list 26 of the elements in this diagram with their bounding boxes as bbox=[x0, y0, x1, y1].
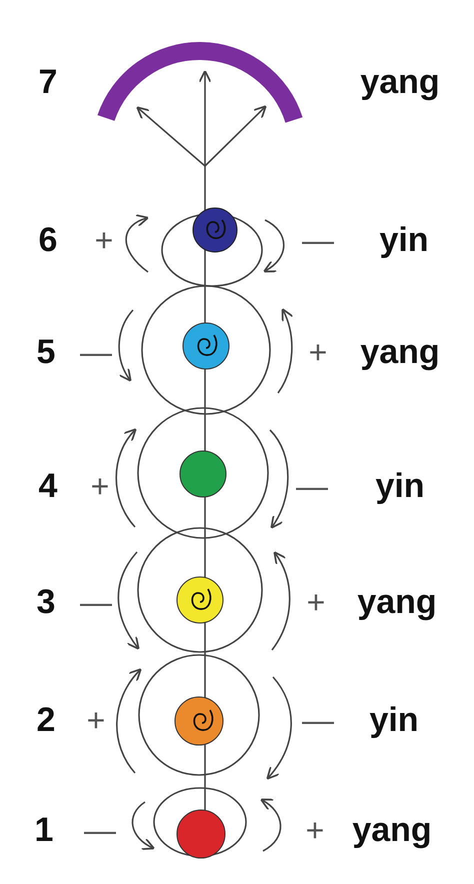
polarity-label: yang bbox=[352, 813, 432, 847]
polarity-sign: + bbox=[94, 224, 114, 256]
chakra-number: 2 bbox=[36, 703, 56, 737]
polarity-sign: — bbox=[80, 586, 112, 618]
polarity-label: yin bbox=[369, 703, 419, 737]
polarity-sign: — bbox=[296, 470, 328, 502]
polarity-sign: + bbox=[86, 704, 106, 736]
polarity-sign: — bbox=[302, 704, 334, 736]
polarity-label: yang bbox=[357, 585, 437, 619]
chakra-number: 3 bbox=[36, 585, 56, 619]
chakra-number: 4 bbox=[38, 469, 58, 503]
chakra-number: 6 bbox=[38, 223, 58, 257]
polarity-label: yin bbox=[379, 223, 429, 257]
polarity-sign: + bbox=[306, 814, 324, 846]
polarity-sign: + bbox=[306, 586, 326, 618]
polarity-label: yang bbox=[360, 335, 440, 369]
polarity-sign: — bbox=[302, 224, 334, 256]
polarity-sign: + bbox=[308, 336, 328, 368]
chakra-number: 5 bbox=[36, 335, 56, 369]
polarity-sign: — bbox=[84, 814, 116, 846]
chakra-number: 1 bbox=[34, 813, 54, 847]
polarity-sign: — bbox=[80, 336, 112, 368]
polarity-sign: + bbox=[90, 470, 110, 502]
polarity-label: yin bbox=[375, 469, 425, 503]
chakra-number: 7 bbox=[38, 65, 58, 99]
polarity-label: yang bbox=[360, 65, 440, 99]
